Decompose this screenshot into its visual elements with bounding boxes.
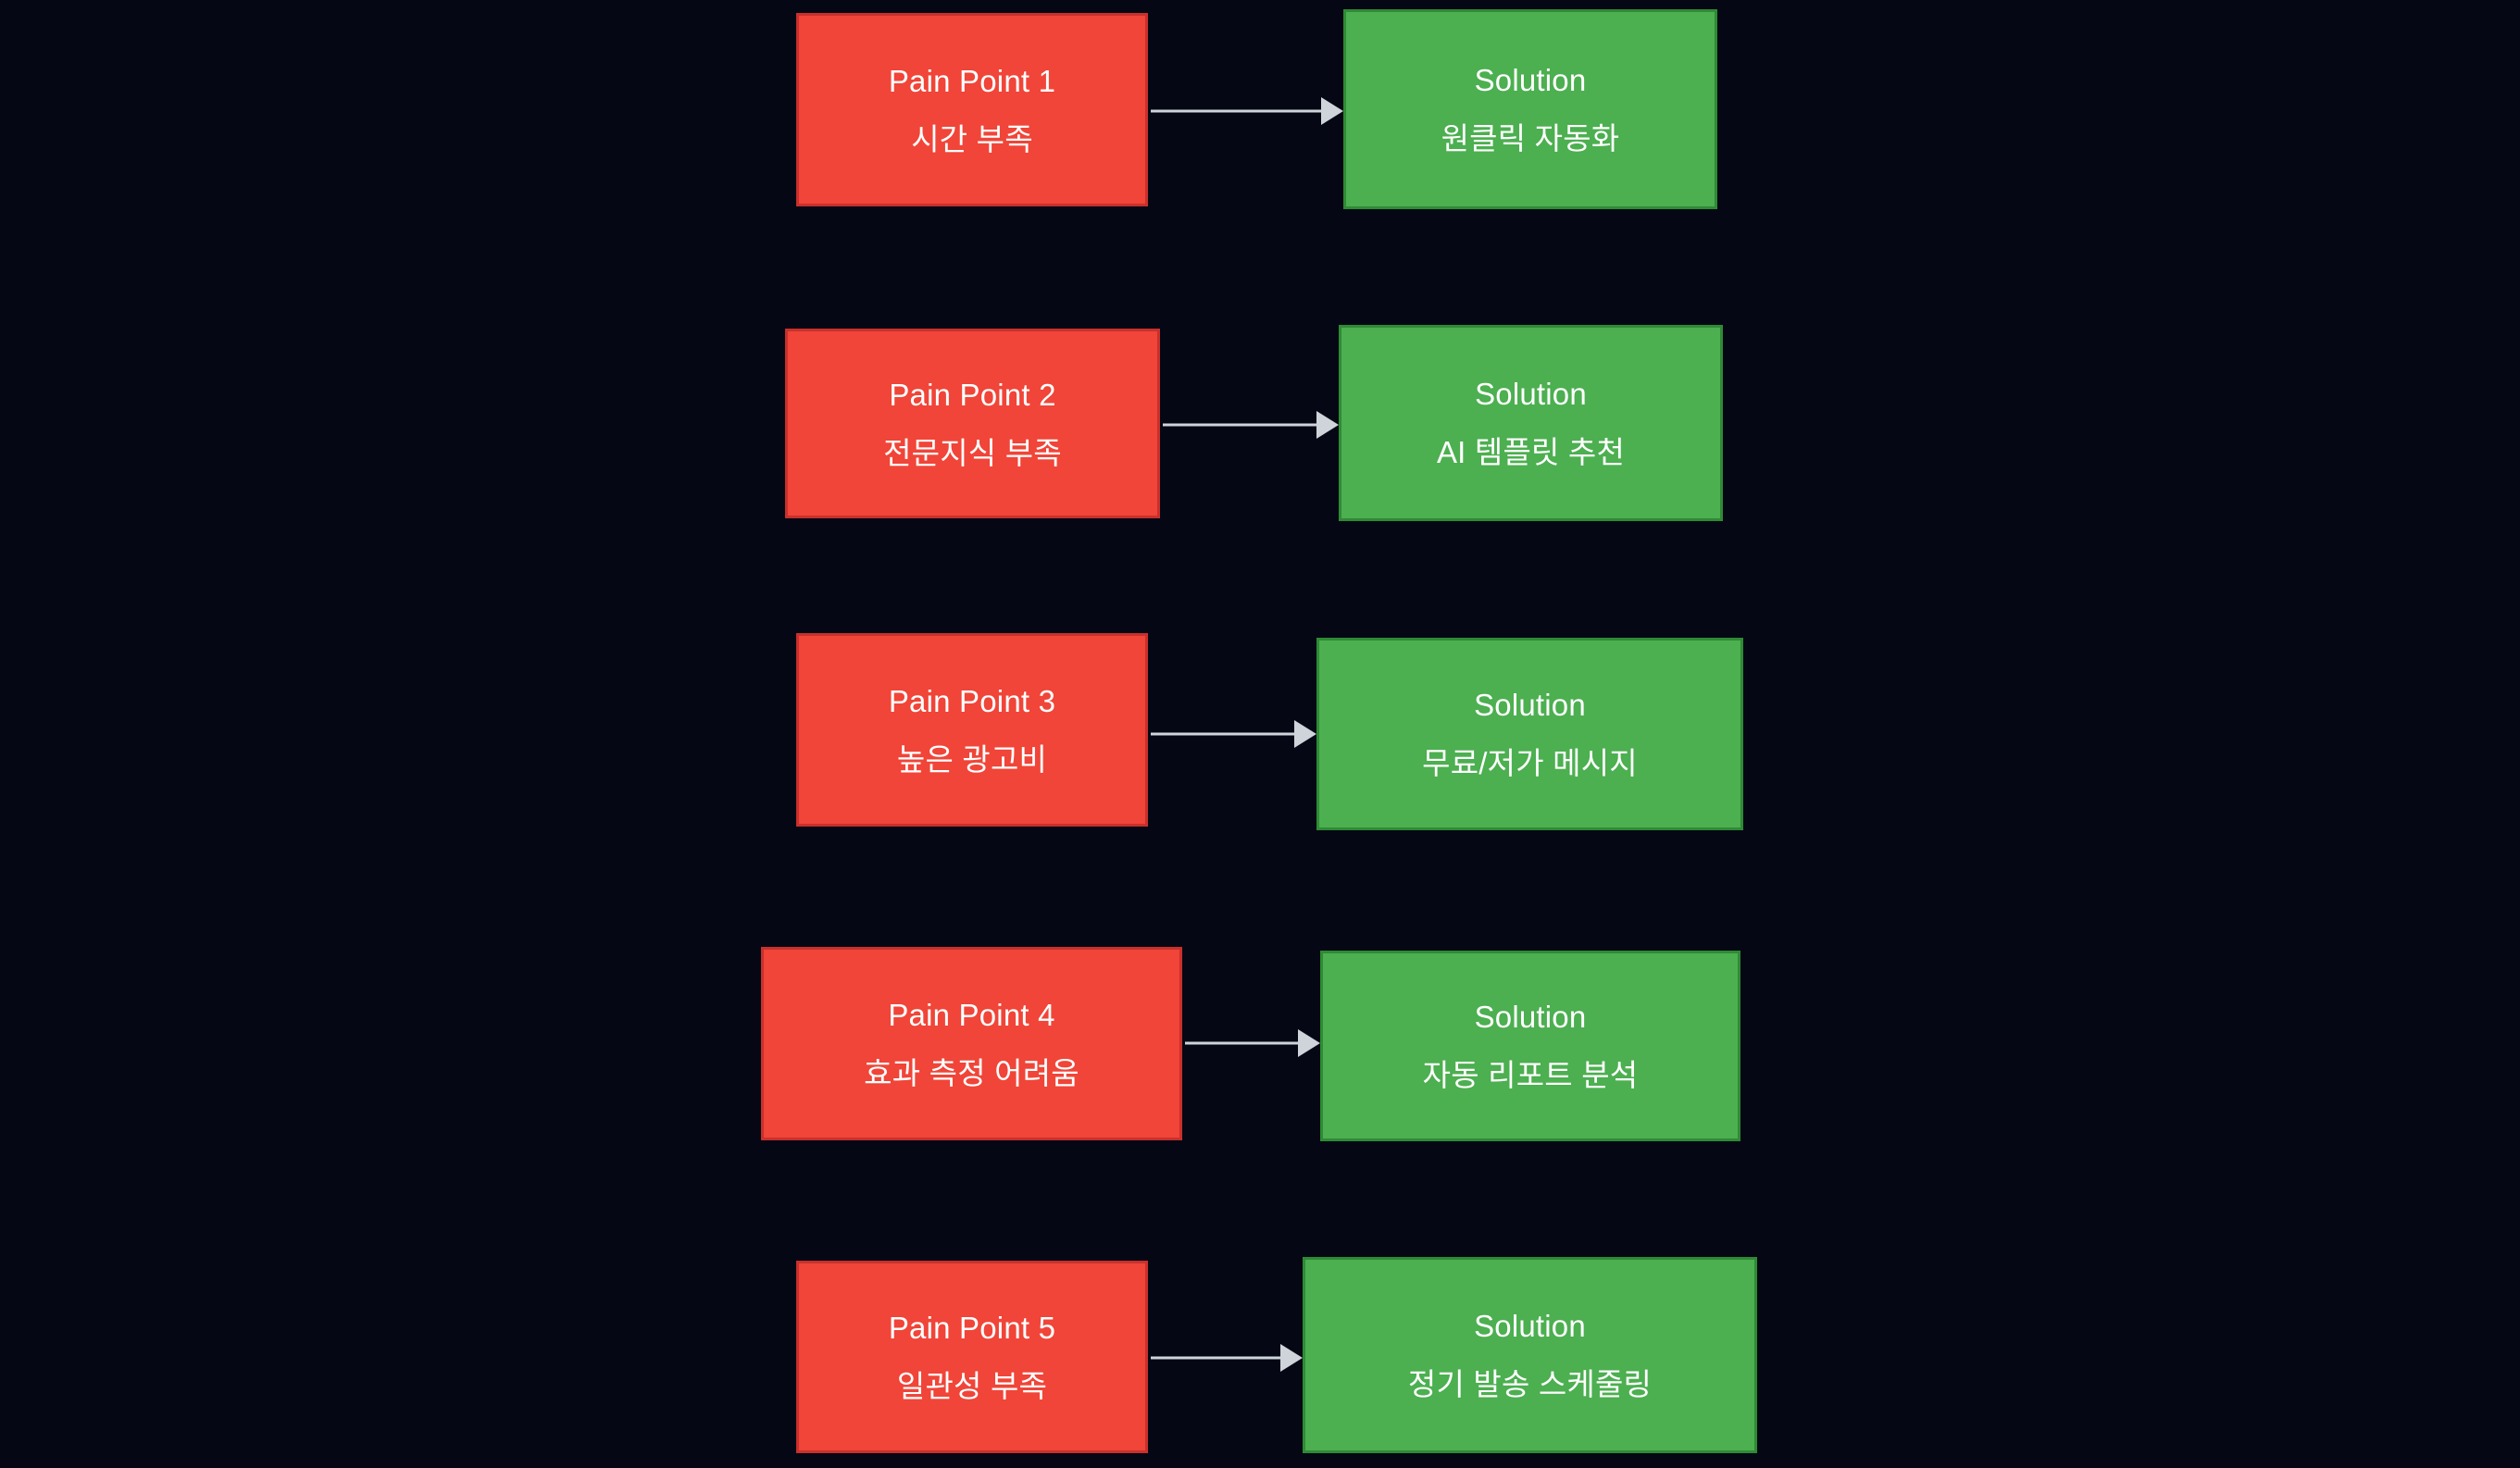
solution-node-3[interactable]: Solution 무료/저가 메시지 bbox=[1316, 638, 1743, 830]
solution-node-1[interactable]: Solution 원클릭 자동화 bbox=[1343, 9, 1717, 209]
node-title: Pain Point 5 bbox=[888, 1311, 1056, 1345]
solution-node-2[interactable]: Solution AI 템플릿 추천 bbox=[1339, 325, 1723, 521]
pain-point-node-4[interactable]: Pain Point 4 효과 측정 어려움 bbox=[761, 947, 1182, 1140]
node-detail: 높은 광고비 bbox=[896, 741, 1048, 777]
node-title: Solution bbox=[1474, 1309, 1586, 1343]
arrow-shaft bbox=[1185, 1041, 1300, 1045]
node-title: Pain Point 1 bbox=[888, 63, 1056, 98]
node-title: Solution bbox=[1475, 377, 1587, 411]
node-title: Solution bbox=[1474, 688, 1586, 722]
arrow-head-icon bbox=[1280, 1344, 1303, 1372]
node-title: Solution bbox=[1474, 1000, 1587, 1034]
arrow-shaft bbox=[1163, 423, 1318, 427]
node-detail: 정기 발송 스케줄링 bbox=[1407, 1367, 1653, 1401]
node-detail: 시간 부족 bbox=[911, 121, 1033, 156]
arrow-head-icon bbox=[1294, 720, 1316, 748]
arrow-shaft bbox=[1151, 1356, 1282, 1360]
arrow-head-icon bbox=[1298, 1029, 1320, 1057]
node-title: Pain Point 3 bbox=[888, 683, 1056, 718]
node-detail: 일관성 부족 bbox=[896, 1369, 1048, 1403]
pain-point-node-3[interactable]: Pain Point 3 높은 광고비 bbox=[796, 633, 1148, 827]
node-detail: 원클릭 자동화 bbox=[1441, 121, 1620, 156]
pain-point-node-1[interactable]: Pain Point 1 시간 부족 bbox=[796, 13, 1148, 206]
node-detail: 효과 측정 어려움 bbox=[864, 1055, 1079, 1090]
arrow-head-icon bbox=[1316, 411, 1339, 439]
node-detail: 전문지식 부족 bbox=[883, 435, 1062, 470]
pain-point-node-5[interactable]: Pain Point 5 일관성 부족 bbox=[796, 1261, 1148, 1453]
arrow-shaft bbox=[1151, 109, 1323, 113]
node-detail: 무료/저가 메시지 bbox=[1422, 746, 1638, 780]
pain-point-node-2[interactable]: Pain Point 2 전문지식 부족 bbox=[785, 329, 1160, 518]
solution-node-5[interactable]: Solution 정기 발송 스케줄링 bbox=[1303, 1257, 1757, 1453]
node-title: Pain Point 4 bbox=[888, 997, 1055, 1032]
node-detail: AI 템플릿 추천 bbox=[1436, 435, 1626, 469]
arrow-head-icon bbox=[1321, 97, 1343, 125]
node-detail: 자동 리포트 분석 bbox=[1422, 1058, 1639, 1092]
arrow-shaft bbox=[1151, 732, 1296, 736]
solution-node-4[interactable]: Solution 자동 리포트 분석 bbox=[1320, 951, 1740, 1141]
node-title: Pain Point 2 bbox=[889, 377, 1056, 412]
node-title: Solution bbox=[1474, 63, 1587, 97]
